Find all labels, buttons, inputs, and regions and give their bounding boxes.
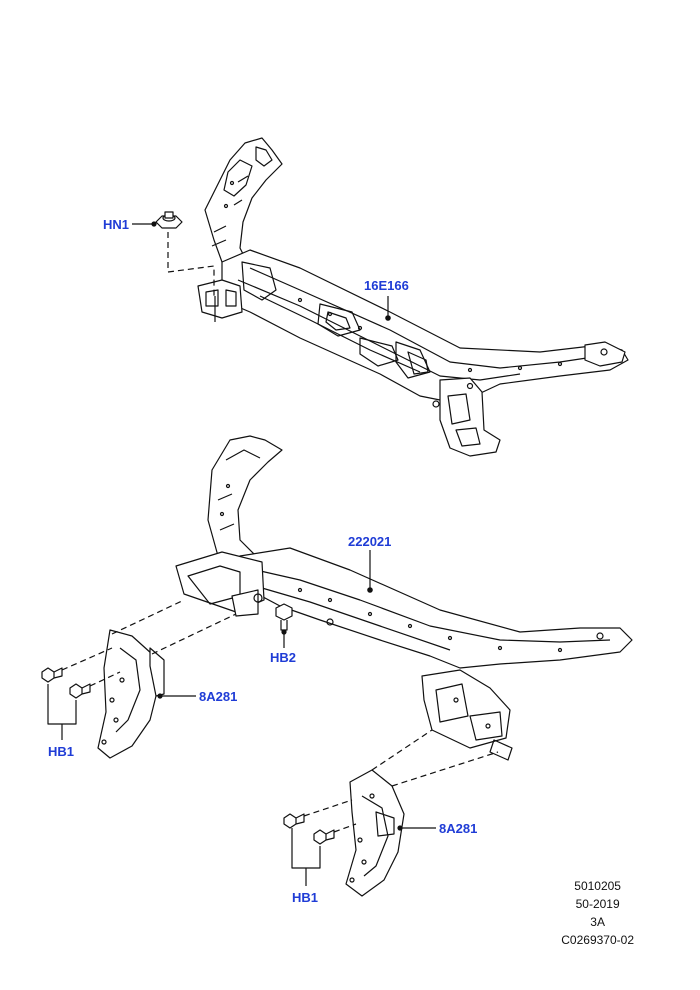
label-hn1: HN1 (103, 217, 129, 232)
label-hb1-right: HB1 (292, 890, 318, 905)
label-16e166: 16E166 (364, 278, 409, 293)
hb1-right-install-path (303, 799, 357, 833)
reference-block: 5010205 50-2019 3A C0269370-02 (561, 877, 634, 949)
label-222021: 222021 (348, 534, 391, 549)
left-bracket-install-path (111, 599, 237, 655)
lower-radiator-support (175, 435, 633, 761)
reference-line-2: 50-2019 (575, 897, 620, 911)
hb1-left-leader (47, 684, 77, 740)
label-hb2: HB2 (270, 650, 296, 665)
hn1-nut (155, 211, 183, 229)
hb1-right-leader (291, 828, 321, 886)
right-bracket-install-path (371, 729, 499, 787)
reference-line-4: C0269370-02 (561, 933, 634, 947)
reference-line-1: 5010205 (574, 879, 621, 893)
hn1-install-path (167, 232, 215, 296)
hb2-bolt (275, 603, 293, 631)
reference-line-3: 3A (590, 915, 605, 929)
right-mounting-bracket (345, 769, 405, 897)
label-8a281-left: 8A281 (199, 689, 237, 704)
hb1-left-install-path (61, 647, 121, 687)
upper-radiator-support (197, 137, 629, 457)
label-8a281-right: 8A281 (439, 821, 477, 836)
left-mounting-bracket (97, 629, 165, 759)
hb1-right-bolts (283, 813, 335, 845)
label-hb1-left: HB1 (48, 744, 74, 759)
hb1-left-bolts (41, 667, 91, 699)
